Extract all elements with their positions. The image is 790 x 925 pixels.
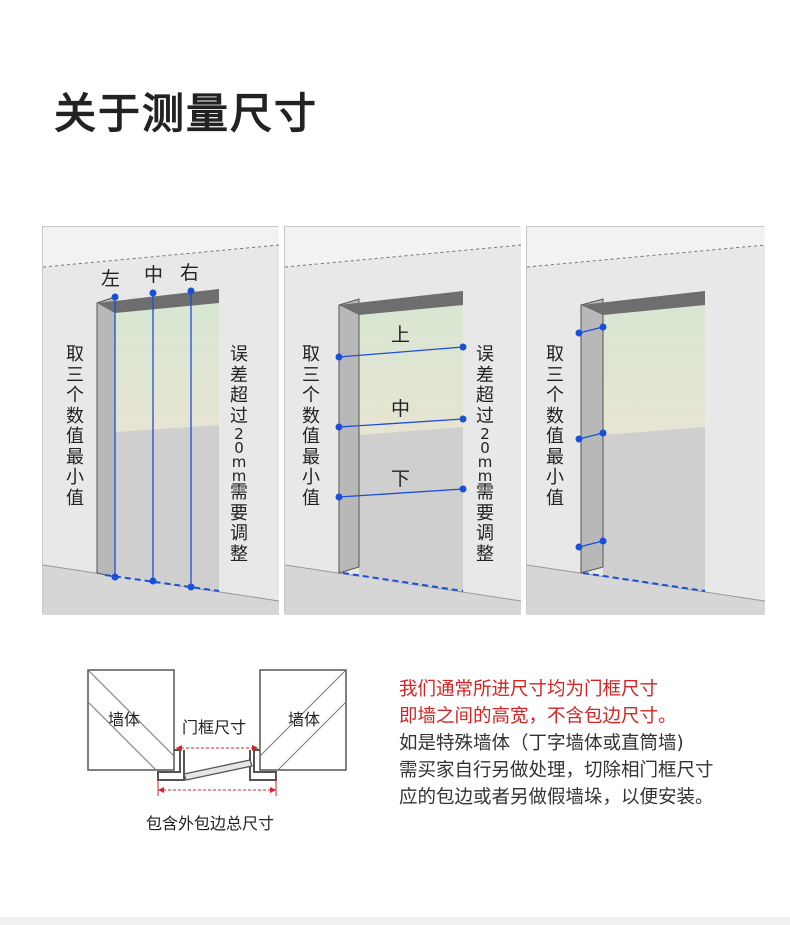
label-left: 左	[101, 268, 121, 290]
depth-measure-lines	[575, 323, 706, 592]
min-value-note: 取三个数值最小值	[66, 344, 84, 509]
label-top: 上	[391, 324, 411, 346]
wall-label-left: 墙体	[108, 710, 141, 729]
height-measure-lines	[335, 343, 467, 592]
label-middle: 中	[391, 398, 411, 420]
note-line-3: 如是特殊墙体（丁字墙体或直筒墙)	[399, 733, 684, 754]
min-value-note: 取三个数值最小值	[302, 344, 320, 509]
measurement-notes: 我们通常所进尺寸均为门框尺寸 即墙之间的高宽，不含包边尺寸。 如是特殊墙体（丁字…	[399, 676, 714, 811]
note-line-2: 即墙之间的高宽，不含包边尺寸。	[399, 706, 677, 727]
page-title: 关于测量尺寸	[54, 89, 319, 138]
width-measure-lines	[104, 287, 220, 592]
label-bottom: 下	[391, 468, 411, 490]
note-line-5: 应的包边或者另做假墙垛，以便安装。	[399, 787, 714, 808]
total-size-label: 包含外包边总尺寸	[146, 814, 275, 833]
plan-view-diagram: 墙体 墙体 门框尺寸 包含外包边总尺寸	[80, 662, 370, 842]
diagram-panel-depth: 取三个数值最小值	[526, 226, 765, 615]
dimension-lines	[157, 745, 277, 796]
note-line-4: 需买家自行另做处理，切除相门框尺寸	[399, 760, 714, 781]
min-value-note: 取三个数值最小值	[546, 344, 564, 509]
wall-plan-illustration	[87, 669, 347, 796]
label-middle: 中	[144, 264, 164, 286]
wall-label-right: 墙体	[288, 710, 321, 729]
label-right: 右	[180, 262, 200, 284]
door-frame-illustration	[285, 227, 521, 615]
bottom-divider	[0, 917, 790, 925]
note-line-1: 我们通常所进尺寸均为门框尺寸	[399, 679, 659, 700]
door-frame-illustration	[527, 227, 765, 615]
frame-size-label: 门框尺寸	[182, 718, 247, 737]
door-frame-illustration	[43, 227, 279, 615]
